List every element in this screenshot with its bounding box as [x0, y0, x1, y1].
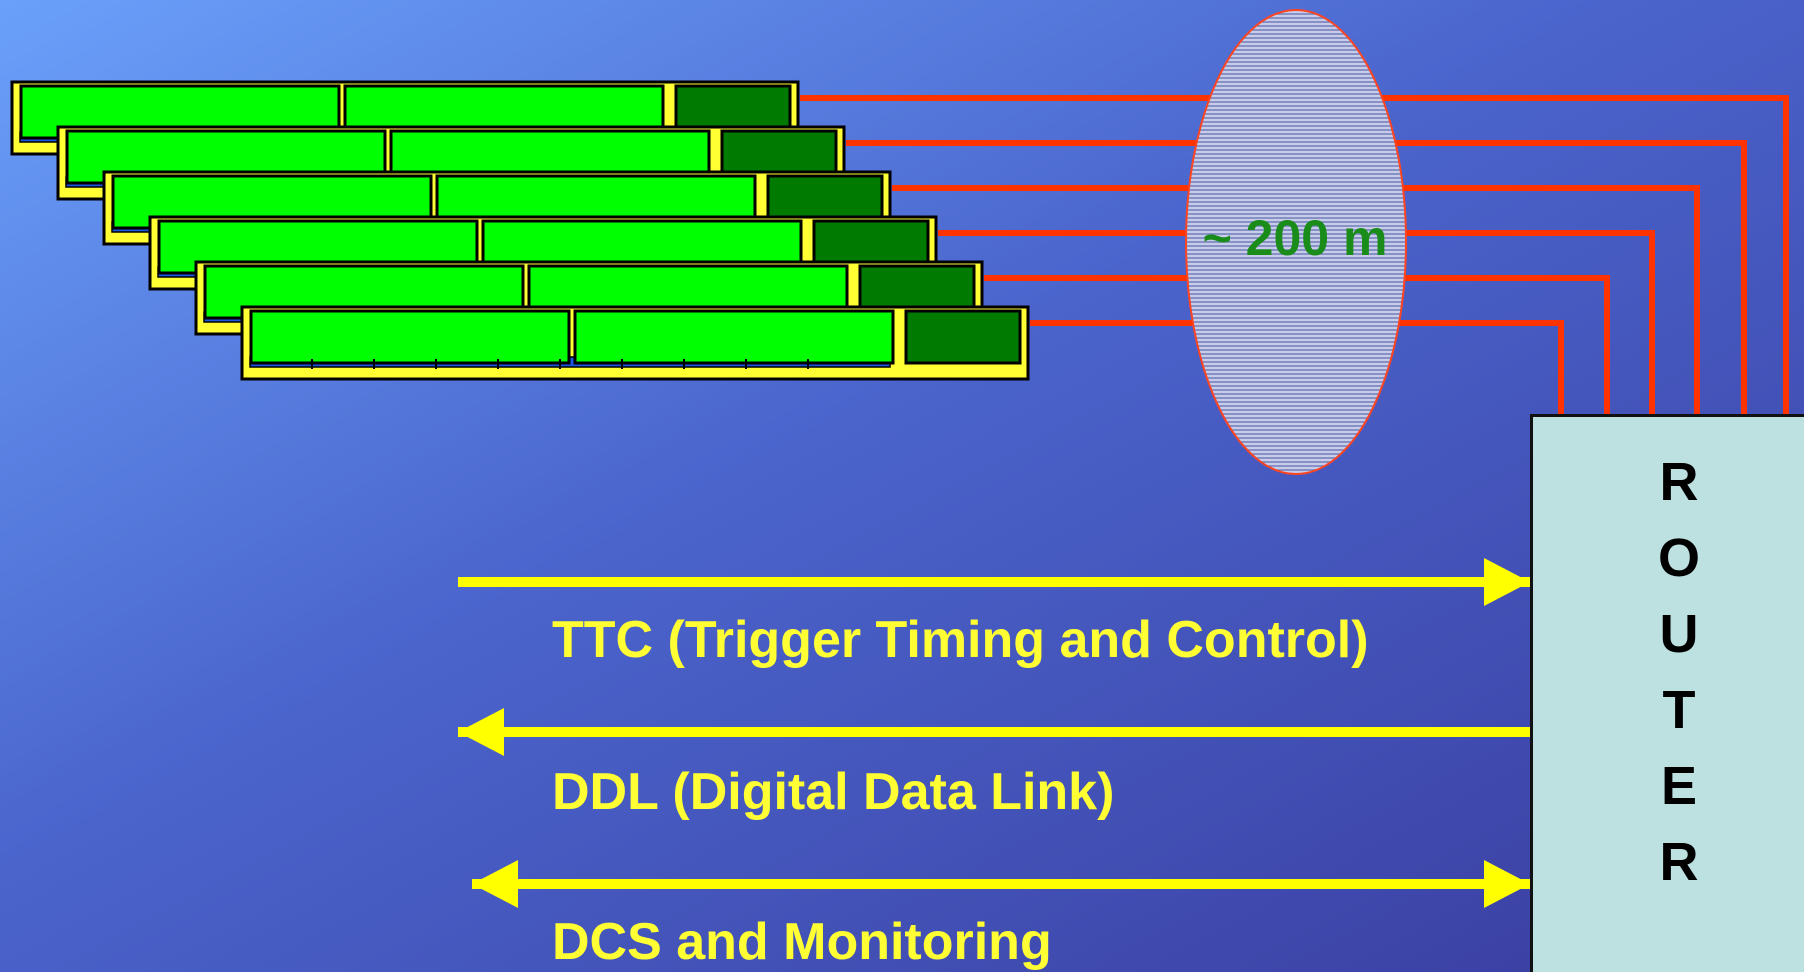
module-board-left: [249, 309, 571, 365]
module-board-right: [573, 309, 895, 365]
router-letter: O: [1657, 528, 1700, 588]
fiber-cable: [800, 95, 1789, 414]
fiber-cable: [892, 185, 1700, 414]
router-letter: R: [1659, 452, 1699, 512]
module-stack: [10, 80, 1030, 381]
distance-label: ~ 200 m: [1202, 210, 1388, 266]
router-letter: U: [1659, 604, 1699, 664]
dcs-arrow: [472, 860, 1530, 908]
ddl-arrow: [458, 708, 1530, 756]
arrow-head-left: [472, 860, 518, 908]
dcs-link-label: DCS and Monitoring: [552, 913, 1052, 971]
arrow-head-right: [1484, 860, 1530, 908]
router-letter: E: [1660, 756, 1698, 816]
router-box: R O U T E R: [1530, 414, 1804, 972]
ddl-link-label: DDL (Digital Data Link): [552, 763, 1115, 821]
distance-ellipse: [1185, 9, 1407, 475]
router-letter: R: [1659, 832, 1699, 892]
ttc-arrow: [458, 558, 1530, 606]
arrow-head-right: [1484, 558, 1530, 606]
link-arrows: [458, 558, 1530, 908]
router-letter: T: [1662, 680, 1696, 740]
fiber-cable: [846, 140, 1747, 414]
module-readout-block: [904, 309, 1022, 365]
arrow-head-left: [458, 708, 504, 756]
distance-zone: [1185, 9, 1407, 475]
ttc-link-label: TTC (Trigger Timing and Control): [552, 611, 1369, 669]
detector-module: [240, 305, 1030, 381]
cable-group: [800, 95, 1789, 414]
fiber-cable: [938, 230, 1655, 414]
